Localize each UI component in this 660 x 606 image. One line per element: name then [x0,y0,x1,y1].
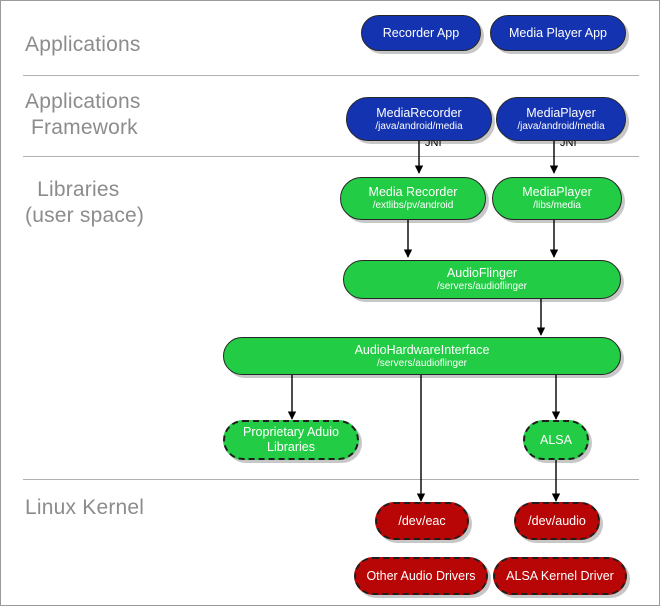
node-mediaplayer-framework-path: /java/android/media [517,120,605,132]
node-mediarecorder-framework-title: MediaRecorder [376,105,462,120]
node-audioflinger[interactable]: AudioFlinger /servers/audioflinger [343,260,621,299]
node-proprietary-audio-libraries-subtitle: Libraries [267,440,315,454]
node-other-audio-drivers[interactable]: Other Audio Drivers [354,557,488,595]
node-mediaplayer-framework-title: MediaPlayer [526,105,596,120]
node-media-recorder-lib-path: /extlibs/pv/android [372,200,454,211]
node-mediaplayer-lib[interactable]: MediaPlayer /libs/media [492,177,622,220]
node-audioflinger-path: /servers/audioflinger [436,281,528,292]
node-recorder-app[interactable]: Recorder App [361,15,481,51]
band-label-applications: Applications [25,33,141,56]
node-audiohardwareinterface[interactable]: AudioHardwareInterface /servers/audiofli… [223,337,621,375]
divider-framework [23,156,639,157]
node-alsa-kernel-driver[interactable]: ALSA Kernel Driver [493,557,627,595]
node-media-recorder-lib[interactable]: Media Recorder /extlibs/pv/android [340,177,486,220]
node-mediaplayer-lib-title: MediaPlayer [522,185,592,199]
node-recorder-app-title: Recorder App [382,25,460,40]
node-proprietary-audio-libraries[interactable]: Proprietary Aduio Libraries [223,420,359,460]
node-media-recorder-lib-title: Media Recorder [368,185,458,199]
band-label-libraries: Libraries (user space) [25,178,145,227]
band-label-applications-framework: Applications Framework [25,90,141,139]
node-dev-audio[interactable]: /dev/audio [514,502,600,540]
node-media-player-app[interactable]: Media Player App [490,15,626,51]
node-audiohardwareinterface-title: AudioHardwareInterface [354,342,490,357]
node-other-audio-drivers-title: Other Audio Drivers [366,568,476,583]
node-dev-eac-title: /dev/eac [398,513,446,528]
band-label-linux-kernel: Linux Kernel [25,496,145,519]
node-mediarecorder-framework-path: /java/android/media [375,120,463,132]
node-mediarecorder-framework[interactable]: MediaRecorder /java/android/media [346,97,492,141]
node-proprietary-audio-libraries-title: Proprietary Aduio [243,425,339,439]
node-audioflinger-title: AudioFlinger [446,266,518,280]
node-mediaplayer-framework[interactable]: MediaPlayer /java/android/media [496,97,626,141]
node-audiohardwareinterface-path: /servers/audioflinger [376,357,468,369]
node-mediaplayer-lib-path: /libs/media [533,200,581,211]
node-dev-audio-title: /dev/audio [528,513,586,528]
node-alsa[interactable]: ALSA [523,420,589,460]
node-media-player-app-title: Media Player App [509,25,607,40]
node-dev-eac[interactable]: /dev/eac [375,502,469,540]
node-alsa-title: ALSA [540,432,572,447]
node-alsa-kernel-driver-title: ALSA Kernel Driver [506,568,614,583]
divider-libraries [23,479,639,480]
divider-applications [23,75,639,76]
